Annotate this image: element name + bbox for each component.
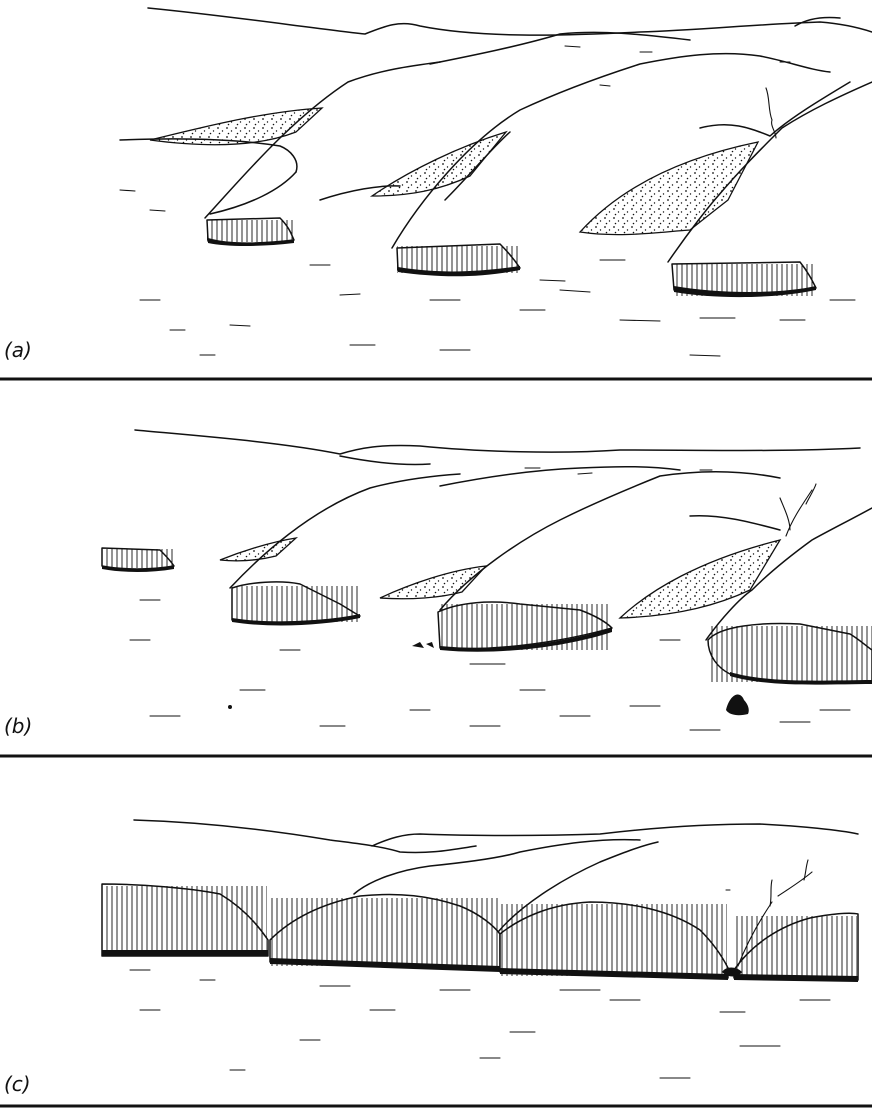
panel-b: [102, 430, 872, 730]
panel-c-label: (c): [4, 1072, 31, 1096]
sand-deposit: [620, 540, 780, 618]
sand-deposit: [380, 566, 486, 599]
sand-deposit: [220, 538, 296, 561]
panel-a: [120, 8, 872, 356]
panel-a-label: (a): [4, 338, 32, 362]
panel-b-label: (b): [4, 714, 32, 738]
sand-deposit: [580, 142, 758, 235]
sea-stack: [726, 695, 749, 716]
panel-c: [102, 820, 858, 1078]
